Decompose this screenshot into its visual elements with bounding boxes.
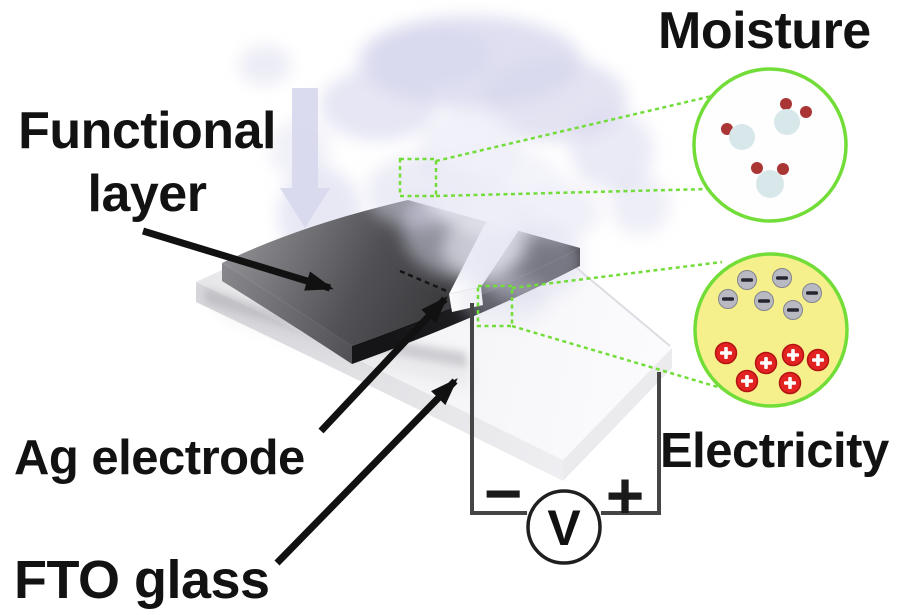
electron-icon (737, 270, 757, 290)
moisture-cloud-front (366, 145, 600, 325)
positive-charge-icon (806, 348, 830, 372)
positive-charge-icon (754, 351, 778, 375)
fto-glass-arrow (274, 378, 458, 566)
water-molecule-icon (721, 123, 755, 150)
plus-sign: + (606, 458, 645, 532)
fto-glass-label: FTO glass (14, 550, 270, 610)
electricity-label: Electricity (660, 424, 889, 478)
voltmeter-symbol: V (547, 500, 581, 556)
positive-charge-icon (714, 341, 738, 365)
moisture-label: Moisture (658, 2, 871, 60)
water-molecule-icon (774, 98, 812, 135)
zoom-region-moisture (398, 94, 713, 198)
functional-layer-arrow (141, 227, 334, 292)
electron-icon (802, 283, 822, 303)
water-molecule-icon (751, 162, 789, 198)
circuit-wire-right (601, 372, 661, 515)
positive-charge-icon (781, 343, 805, 367)
electricity-inset (693, 252, 849, 408)
electron-icon (772, 268, 792, 288)
positive-charge-icon (735, 369, 759, 393)
zoom-region-electricity (476, 260, 729, 392)
ag-electrode-label: Ag electrode (14, 431, 305, 485)
minus-sign: − (484, 456, 523, 530)
functional-layer-label: Functional layer (8, 100, 286, 226)
electron-icon (718, 289, 738, 309)
electron-icon (783, 300, 803, 320)
positive-charge-icon (778, 371, 802, 395)
charge-carriers (714, 268, 830, 395)
functional-layer-label-line1: Functional (18, 102, 276, 160)
voltmeter: V (526, 489, 602, 565)
moisture-down-arrow-icon (280, 88, 330, 228)
circuit-wire-left (470, 303, 527, 515)
electron-icon (754, 291, 774, 311)
water-molecules (721, 98, 812, 198)
ag-electrode-arrow (318, 296, 448, 434)
moisture-inset (692, 67, 848, 223)
functional-layer-label-line2: layer (87, 165, 207, 223)
